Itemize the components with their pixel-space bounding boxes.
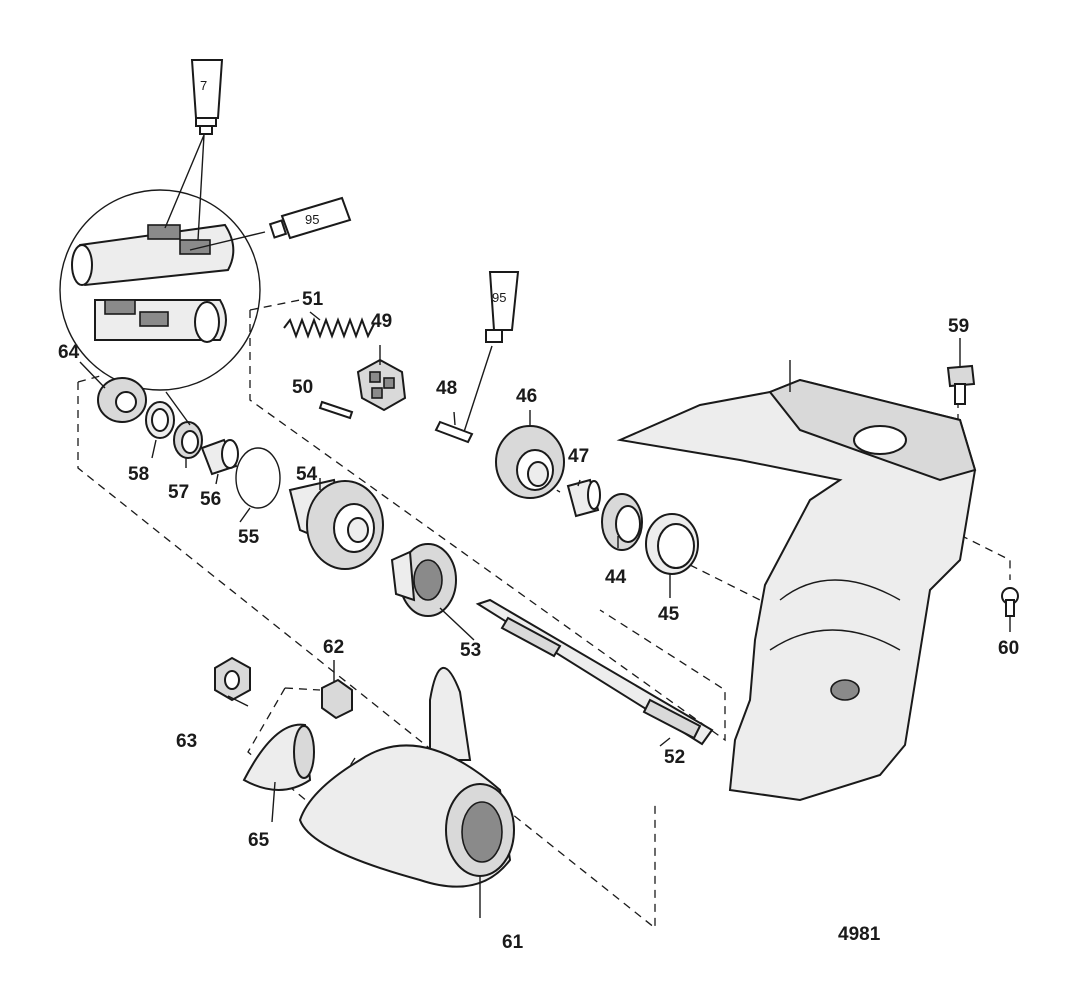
gearcase-housing-1 [616, 378, 977, 802]
thrust-hub-65 [242, 723, 315, 791]
assembly-outline-inner-top [249, 299, 301, 311]
o-ring-55 [235, 447, 281, 509]
bearing-carrier-46 [495, 425, 565, 499]
callout-57: 57 [168, 482, 189, 503]
tube-label-7: 7 [200, 78, 207, 93]
spline-washer-62 [321, 678, 353, 720]
callout-52: 52 [664, 747, 685, 768]
callout-62: 62 [323, 637, 344, 658]
forward-gear-53 [390, 543, 457, 617]
reverse-gear-54 [288, 478, 384, 570]
callout-44: 44 [605, 567, 627, 588]
callout-58: 58 [128, 464, 149, 485]
callout-50: 50 [292, 377, 313, 398]
clutch-49 [356, 358, 407, 412]
assembly-outline-outer [77, 382, 656, 930]
callout-47: 47 [568, 446, 589, 467]
tapered-bearing-44 [601, 493, 643, 551]
callout-55: 55 [238, 527, 260, 548]
sealant-tube-95-inset: 95 [268, 196, 352, 240]
tube-95-leader [463, 345, 493, 433]
cross-pin-48 [434, 420, 474, 444]
assembly-outline-outer-top [77, 375, 101, 383]
callout-49: 49 [371, 311, 392, 332]
callout-51: 51 [302, 289, 324, 310]
callout-61: 61 [502, 932, 524, 953]
sealant-tube-7: 7 [190, 59, 224, 135]
callout-65: 65 [248, 830, 270, 851]
tube-label-95-b: 95 [492, 290, 506, 305]
bolt-59 [946, 364, 976, 405]
propeller-61 [298, 667, 515, 888]
callout-54: 54 [296, 464, 318, 485]
callout-48: 48 [436, 378, 457, 399]
callout-59: 59 [948, 316, 969, 337]
sealant-tube-95-mid: 95 [485, 271, 520, 343]
callout-1: 1 [786, 0, 797, 5]
callout-46: 46 [516, 386, 537, 407]
screw-60 [1001, 587, 1019, 617]
bushing-56 [200, 438, 239, 476]
callout-63: 63 [176, 731, 197, 752]
detail-inset [59, 189, 261, 391]
retainer-64 [97, 377, 147, 423]
bushing-47 [566, 478, 601, 518]
tube-label-95-a: 95 [305, 212, 319, 227]
bearing-race-45 [645, 513, 699, 575]
pin-50 [318, 400, 354, 420]
assembly-outline-inner [249, 310, 726, 742]
spring-51 [283, 317, 375, 339]
callout-53: 53 [460, 640, 481, 661]
tube-leader-lines [164, 134, 266, 251]
propeller-shaft-52 [475, 598, 714, 746]
callout-56: 56 [200, 489, 221, 510]
seal-57 [173, 421, 203, 459]
callout-60: 60 [998, 638, 1019, 659]
washer-58 [145, 401, 175, 439]
figure-number: 4981 [838, 924, 881, 945]
callout-64: 64 [58, 342, 80, 363]
nut-63 [214, 656, 251, 702]
callout-leaders [79, 311, 1011, 918]
callout-45: 45 [658, 604, 680, 625]
